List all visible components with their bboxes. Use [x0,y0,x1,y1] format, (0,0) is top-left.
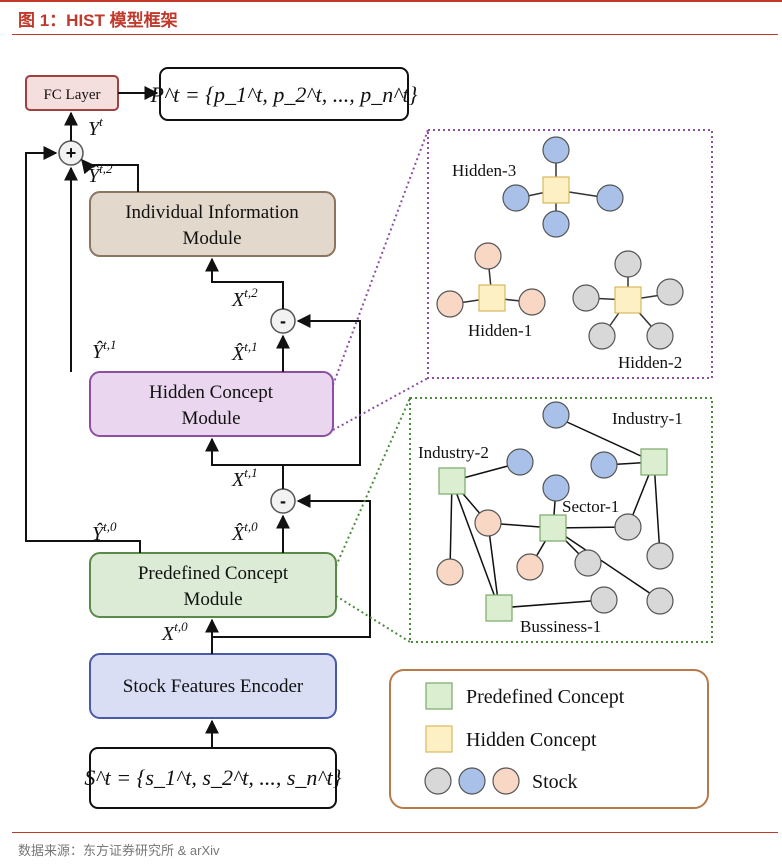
hidden-concept-node [614,286,642,314]
industry1-label: Industry-1 [612,409,683,428]
stock-node-orange [436,290,464,318]
stock-node-gray [588,322,616,350]
minus-symbol-lower: - [280,491,286,511]
stock-node-blue [542,401,570,429]
arrow-x1-to-minus-upper [282,314,361,489]
arrow-x0-to-minus-lower [212,494,371,638]
predefined-concept-node [539,514,567,542]
stock-node-gray [614,250,642,278]
legend-predefined-label: Predefined Concept [466,686,625,708]
stock-node-gray [656,278,684,306]
hidden-module-line1: Hidden Concept [149,382,274,403]
label-X2: Xt,2 [231,285,258,311]
hidden-connector-top [332,129,429,386]
fc-layer-label: FC Layer [43,87,100,103]
industry2-label: Industry-2 [418,443,489,462]
stock-node-blue [506,448,534,476]
hidden-concept-node [542,176,570,204]
caption-rule [12,34,778,35]
stock-node-orange [516,553,544,581]
figure-caption: 图 1：HIST 模型框架 [18,11,178,30]
stock-node-gray [572,284,600,312]
predefined-graph-panel [409,397,713,643]
arrow-minus-upper-to-individual [205,257,284,309]
stock-node-gray [590,586,618,614]
stock-node-blue [502,184,530,212]
label-Xhat0: X̂t,0 [231,519,258,545]
business1-label: Bussiness-1 [520,617,601,636]
hidden1-label: Hidden-1 [468,321,532,340]
label-Yhat2: Ŷt,2 [88,161,113,187]
output-formula-box [159,67,409,121]
label-Y: Yt [88,114,103,140]
output-formula: P^t = {p_1^t, p_2^t, ..., p_n^t} [150,82,418,107]
input-formula: S^t = {s_1^t, s_2^t, ..., s_n^t} [84,765,341,790]
label-X1: Xt,1 [231,465,258,491]
stock-node-blue [542,474,570,502]
hidden-graph-panel [427,129,713,379]
predefined-module-box [89,552,337,618]
sector1-label: Sector-1 [562,497,619,516]
minus-symbol-upper: - [280,311,286,331]
hidden-concept-node [478,284,506,312]
legend-hidden-swatch [425,725,453,753]
individual-module-line2: Module [182,228,241,249]
stock-node-gray [574,549,602,577]
stock-node-gray [646,322,674,350]
stock-node-blue [542,210,570,238]
legend-hidden-label: Hidden Concept [466,729,597,751]
label-X0: Xt,0 [161,619,188,645]
encoder-label: Stock Features Encoder [123,676,304,697]
legend-stock-orange [492,767,520,795]
stock-node-blue [542,136,570,164]
legend-stock-gray [424,767,452,795]
stock-node-gray [614,513,642,541]
arrow-predefined-to-plus [25,146,141,553]
legend-stock-label: Stock [532,771,578,793]
predefined-module-line2: Module [183,589,242,610]
bottom-rule [12,832,778,833]
label-Yhat0: Ŷt,0 [92,519,117,545]
hidden-module-line2: Module [181,408,240,429]
legend-predefined-swatch [425,682,453,710]
hidden2-label: Hidden-2 [618,353,682,372]
predefined-module-line1: Predefined Concept [138,563,289,584]
stock-node-orange [518,288,546,316]
stock-node-gray [646,587,674,615]
stock-node-blue [596,184,624,212]
plus-symbol: + [66,143,77,163]
hidden3-label: Hidden-3 [452,161,516,180]
label-Xhat1: X̂t,1 [231,339,258,365]
predefined-concept-node [640,448,668,476]
stock-node-blue [590,451,618,479]
stock-node-orange [474,242,502,270]
stock-node-orange [436,558,464,586]
hidden-connector-bottom [332,377,429,431]
stock-node-gray [646,542,674,570]
predefined-concept-node [485,594,513,622]
individual-module-box [89,191,336,257]
predefined-connector-bottom [335,595,411,643]
arrow-individual-to-plus [81,158,139,192]
source-note: 数据来源：东方证券研究所 & arXiv [18,843,220,858]
label-Yhat1: Ŷt,1 [92,337,117,363]
hidden-module-box [89,371,334,437]
predefined-concept-node [438,467,466,495]
arrow-x1-to-hidden [205,437,283,466]
individual-module-line1: Individual Information [125,202,299,223]
top-rule [0,0,782,2]
predefined-connector-top [335,397,411,567]
legend-stock-blue [458,767,486,795]
stock-node-orange [474,509,502,537]
